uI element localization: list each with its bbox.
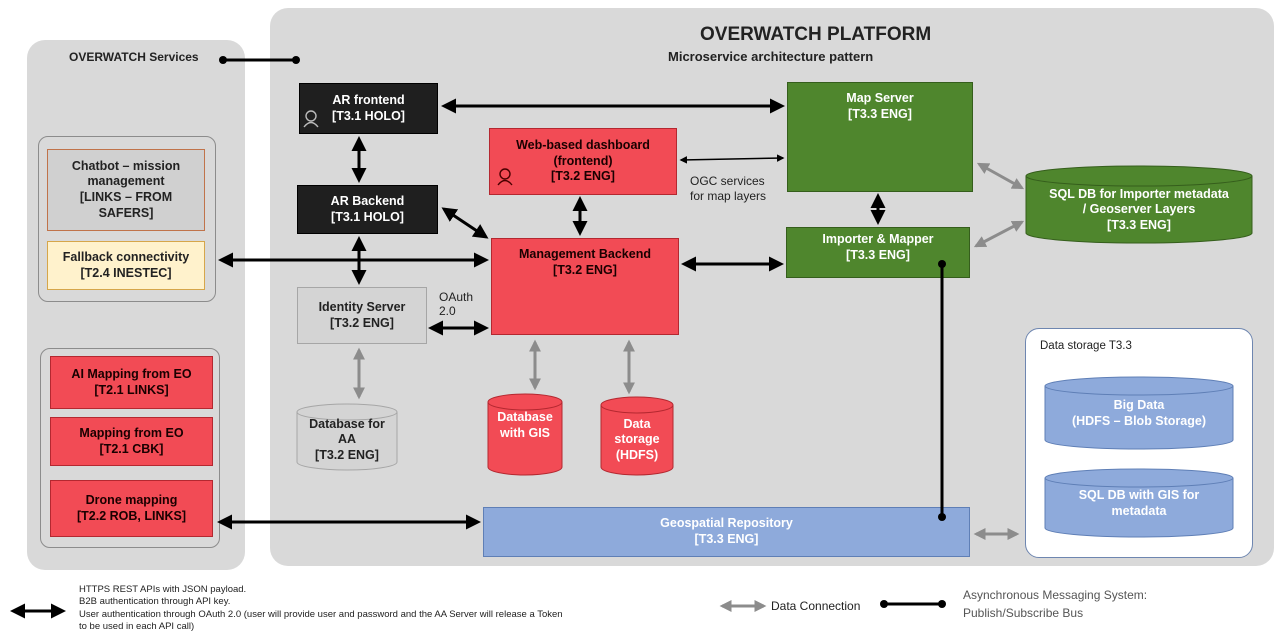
fallback-connectivity-box[interactable]: Fallback connectivity[T2.4 INESTEC] — [47, 241, 205, 290]
dashboard-user-icon — [497, 168, 513, 186]
data-storage-cylinder — [600, 396, 674, 476]
database-aa-cylinder — [296, 403, 398, 471]
big-data-label: Big Data(HDFS – Blob Storage) — [1071, 398, 1207, 428]
geospatial-repository-box[interactable]: Geospatial Repository[T3.3 ENG] — [483, 507, 970, 557]
sql-importer-cylinder — [1025, 165, 1253, 244]
legend-async-text: Asynchronous Messaging System:Publish/Su… — [963, 588, 1148, 620]
sql-gis-cylinder — [1044, 468, 1234, 538]
services-upper-group — [38, 136, 216, 302]
big-data-cylinder — [1044, 376, 1234, 450]
dashboard-box[interactable]: Web-based dashboard(frontend) [T3.2 ENG] — [489, 128, 677, 195]
async-bus-services — [219, 56, 300, 64]
identity-server-box[interactable]: Identity Server[T3.2 ENG] — [297, 287, 427, 344]
ai-mapping-box[interactable]: AI Mapping from EO[T2.1 LINKS] — [50, 356, 213, 409]
mapping-eo-box[interactable]: Mapping from EO[T2.1 CBK] — [50, 417, 213, 466]
ar-frontend-box[interactable]: AR frontend[T3.1 HOLO] — [299, 83, 438, 134]
arrow-dashboard-mapserver-ogc — [679, 154, 785, 164]
async-bus-line — [938, 260, 946, 521]
data-storage-title: Data storage T3.3 — [1040, 340, 1132, 352]
arrow-arback-mgmt — [441, 207, 489, 239]
legend-rest-text: HTTPS REST APIs with JSON payload.B2B au… — [79, 584, 563, 633]
management-backend-box[interactable]: Management Backend[T3.2 ENG] — [491, 238, 679, 335]
legend-data-text: Data Connection — [771, 599, 861, 613]
platform-title: OVERWATCH PLATFORM — [700, 24, 932, 45]
ar-backend-box[interactable]: AR Backend[T3.1 HOLO] — [297, 185, 438, 234]
database-gis-cylinder — [487, 393, 563, 476]
drone-mapping-box[interactable]: Drone mapping[T2.2 ROB, LINKS] — [50, 480, 213, 537]
data-mapserver-sql — [976, 162, 1025, 190]
services-lower-group — [40, 348, 220, 548]
user-icon — [303, 110, 319, 128]
importer-mapper-box[interactable]: Importer & Mapper[T3.3 ENG] — [786, 227, 970, 278]
data-importer-sql — [973, 220, 1025, 248]
map-server-box[interactable]: Map Server[T3.3 ENG] — [787, 82, 973, 192]
database-aa-label: Database for AA[T3.2 ENG] — [309, 416, 385, 462]
services-title: OVERWATCH Services — [69, 50, 199, 64]
platform-subtitle: Microservice architecture pattern — [668, 49, 874, 64]
sql-importer-label: SQL DB for Importer metadata/ Geoserver … — [1049, 186, 1229, 232]
legend-async-bus — [880, 600, 946, 608]
